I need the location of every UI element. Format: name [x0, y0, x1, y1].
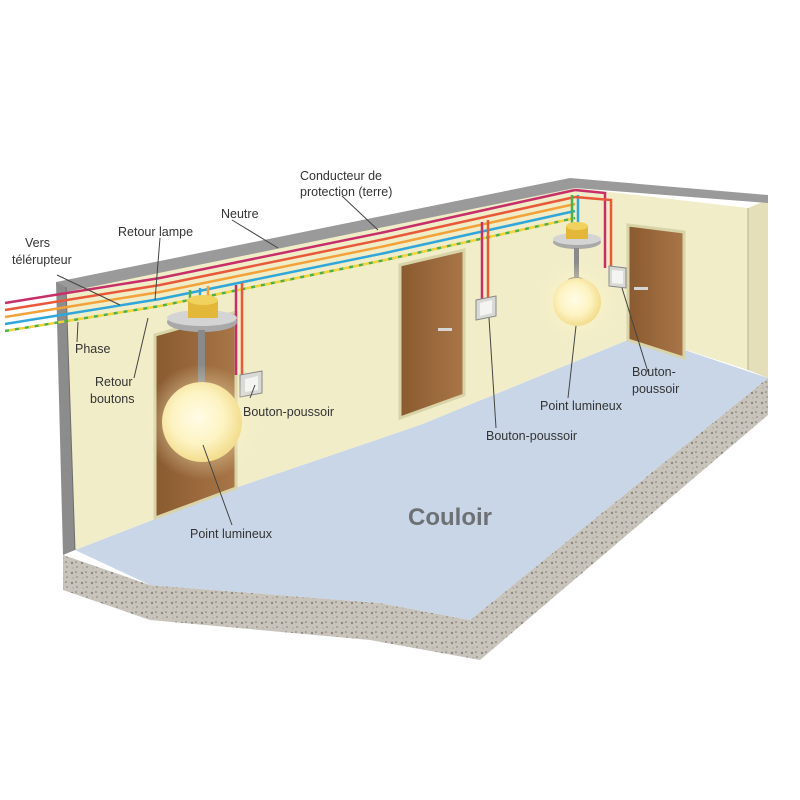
label-bouton-poussoir-1: Bouton-poussoir [243, 405, 334, 419]
floor-slab-edge [63, 555, 480, 660]
return-buttons-wire [4, 195, 576, 312]
label-vers-telerupteur: Vers télérupteur [12, 236, 72, 267]
push-button-2 [475, 295, 497, 321]
phase-wire [4, 188, 576, 305]
label-phase: Phase [75, 342, 110, 356]
door-right [626, 223, 686, 361]
corridor-floor [75, 335, 768, 620]
door-middle [398, 248, 466, 421]
label-retour-lampe: Retour lampe [118, 225, 193, 239]
label-retour-boutons: Retour boutons [90, 375, 136, 406]
wall-top-edge [56, 178, 768, 292]
label-conducteur-protection: Conducteur de protection (terre) [300, 169, 392, 199]
label-bouton-poussoir-3: Bouton- poussoir [632, 365, 679, 396]
label-point-lumineux-2: Point lumineux [540, 399, 623, 413]
wire-bundle [4, 188, 613, 375]
leader-lines [56, 195, 649, 526]
label-bouton-poussoir-2: Bouton-poussoir [486, 429, 577, 443]
floor-slab-front [470, 378, 768, 660]
earth-wire [4, 216, 576, 333]
end-wall [748, 200, 768, 378]
label-point-lumineux-1: Point lumineux [190, 527, 273, 541]
wall-cut-edge [56, 282, 75, 555]
lamp-return-wire [4, 202, 576, 319]
label-neutre: Neutre [221, 207, 259, 221]
ceiling-lamp-1 [144, 295, 260, 480]
room-label: Couloir [408, 504, 492, 531]
neutral-wire [4, 209, 576, 326]
ceiling-lamp-2 [537, 222, 617, 342]
push-button-3 [608, 265, 627, 289]
